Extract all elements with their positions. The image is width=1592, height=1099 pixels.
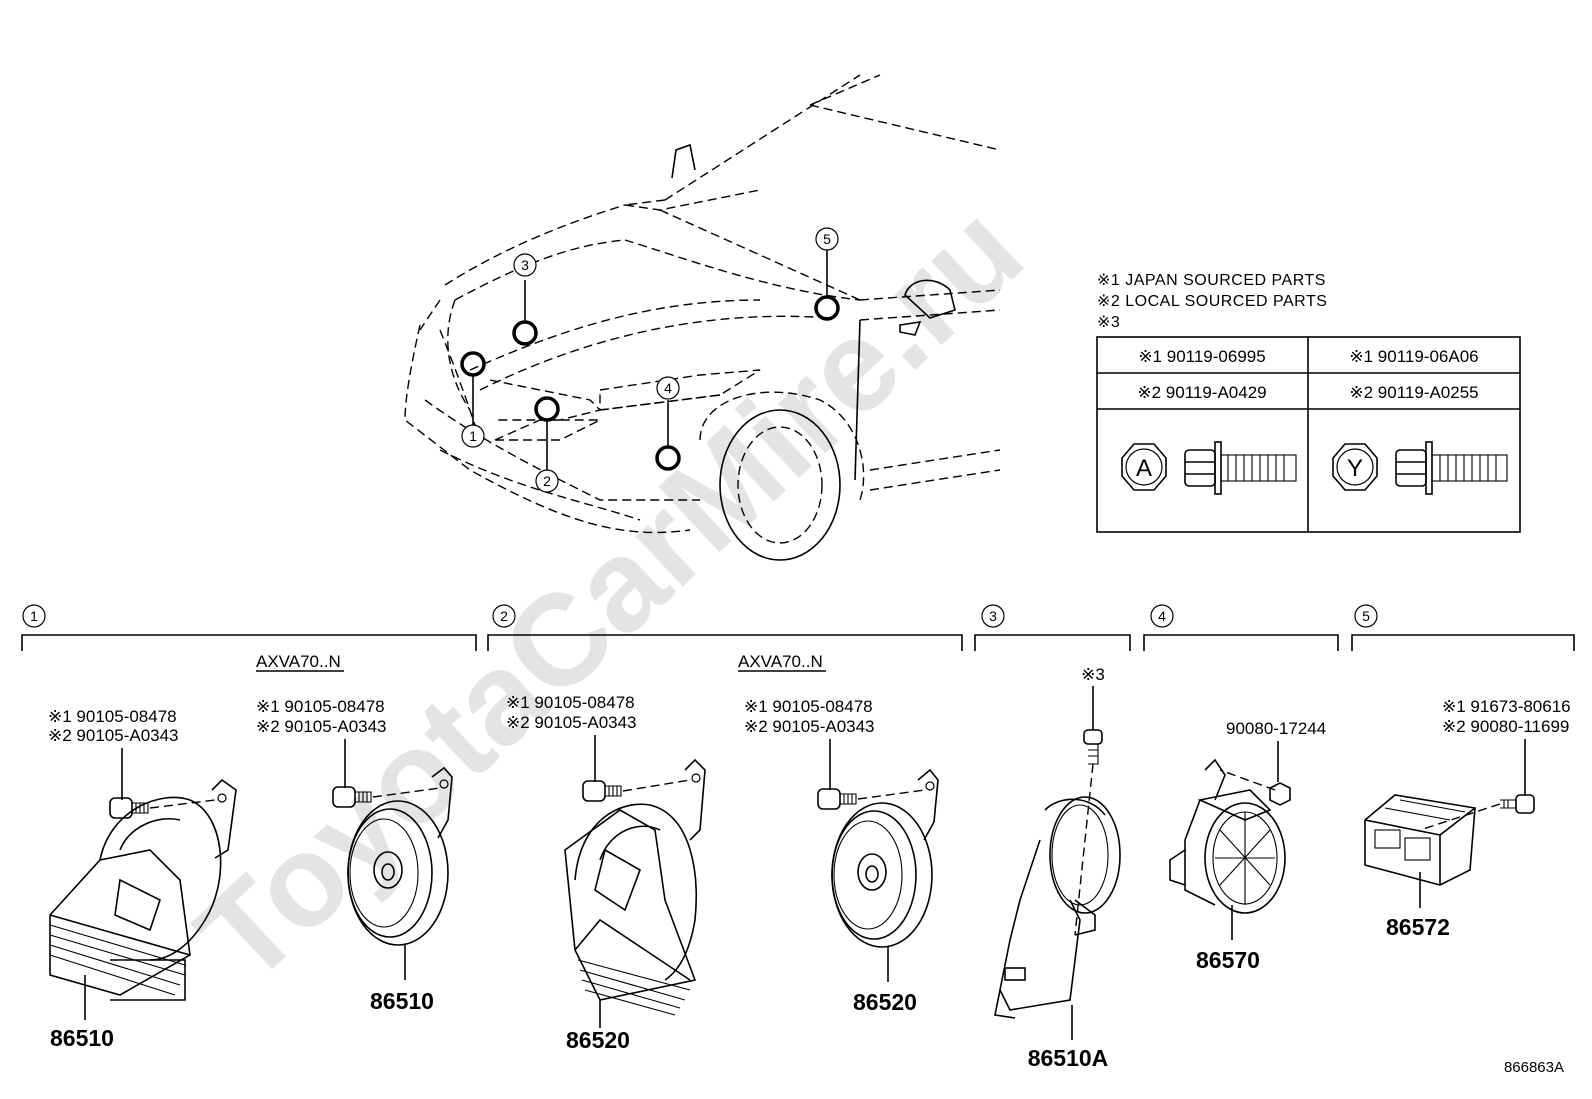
svg-text:4: 4 [1158, 608, 1166, 624]
svg-text:1: 1 [469, 428, 477, 444]
module-86572-icon [1364, 794, 1476, 886]
section-2-model: AXVA70..N [738, 652, 823, 671]
s1b-bolt-japan: ※1 90105-08478 [256, 697, 385, 716]
callout-3: 3 [513, 253, 537, 277]
bolt-a-japan: ※1 90119-06995 [1138, 347, 1265, 366]
bolt-icon [109, 797, 133, 819]
legend-notes: ※1 JAPAN SOURCED PARTS ※2 LOCAL SOURCED … [1097, 272, 1327, 331]
callout-5: 5 [815, 227, 839, 251]
callout-2: 2 [535, 469, 559, 493]
callout-markers [460, 250, 840, 471]
callout-1: 1 [461, 424, 485, 448]
horn-86510A-icon [994, 796, 1121, 1019]
bolt-icon [817, 788, 841, 810]
legend-note-1: ※1 JAPAN SOURCED PARTS [1097, 272, 1326, 289]
svg-text:4: 4 [664, 380, 672, 396]
s3-part-number: 86510A [1028, 1045, 1109, 1071]
bolt-head-a-icon [1121, 443, 1167, 491]
legend-note-3: ※3 [1097, 314, 1120, 331]
svg-text:5: 5 [823, 231, 831, 247]
bolt-head-y-icon [1332, 443, 1378, 491]
s5-part-number: 86572 [1386, 914, 1450, 940]
s1b-part-number: 86510 [370, 988, 434, 1014]
diagram-id: 866863A [1504, 1059, 1564, 1076]
sensor-86570-icon [1169, 758, 1286, 914]
bolt-y-local: ※2 90119-A0255 [1349, 383, 1478, 402]
bolt-side-y-icon [1395, 441, 1508, 495]
watermark: ToyotaCarMire.ru [170, 176, 1050, 1010]
svg-text:3: 3 [521, 257, 529, 273]
s4-part-number: 86570 [1196, 947, 1260, 973]
s2b-part-number: 86520 [853, 989, 917, 1015]
s2a-part-number: 86520 [566, 1027, 630, 1053]
disc-horn-86510-icon [347, 800, 449, 946]
bolt-icon [332, 786, 356, 808]
svg-text:3: 3 [989, 608, 997, 624]
section-3: ※3 86510A [994, 665, 1121, 1071]
legend-note-2: ※2 LOCAL SOURCED PARTS [1097, 293, 1327, 310]
s2a-bolt-local: ※2 90105-A0343 [506, 713, 637, 732]
s1a-bolt-japan: ※1 90105-08478 [48, 707, 177, 726]
bolt-icon [1515, 794, 1535, 814]
svg-text:2: 2 [500, 608, 508, 624]
bolt-table: ※1 90119-06995 ※2 90119-A0429 ※1 90119-0… [1096, 336, 1521, 533]
s1b-bolt-local: ※2 90105-A0343 [256, 717, 387, 736]
svg-text:1: 1 [30, 608, 38, 624]
s3-bolt-note: ※3 [1081, 665, 1105, 684]
s2b-bolt-local: ※2 90105-A0343 [744, 717, 875, 736]
snail-horn-86510-icon [49, 796, 222, 1001]
svg-text:5: 5 [1362, 608, 1370, 624]
bolt-icon [582, 780, 606, 802]
svg-text:Y: Y [1347, 455, 1363, 482]
section-headers: 1 AXVA70..N 2 AXVA70..N 3 4 5 [21, 604, 1575, 672]
section-1: ※1 90105-08478 ※2 90105-A0343 86510 ※1 9… [48, 697, 453, 1051]
s1a-part-number: 86510 [50, 1025, 114, 1051]
s4-nut-number: 90080-17244 [1226, 719, 1326, 738]
section-1-model: AXVA70..N [256, 652, 341, 671]
disc-horn-86520-icon [831, 802, 933, 948]
section-2: ※1 90105-08478 ※2 90105-A0343 86520 ※1 9… [506, 693, 939, 1053]
snail-horn-86520-icon [564, 803, 697, 1016]
section-4: 90080-17244 86570 [1169, 719, 1326, 973]
svg-text:A: A [1136, 455, 1152, 482]
svg-text:2: 2 [543, 473, 551, 489]
s1a-bolt-local: ※2 90105-A0343 [48, 726, 179, 745]
callout-4: 4 [656, 376, 680, 400]
bolt-y-japan: ※1 90119-06A06 [1349, 347, 1478, 366]
section-5: ※1 91673-80616 ※2 90080-11699 86572 [1364, 697, 1571, 940]
s2b-bolt-japan: ※1 90105-08478 [744, 697, 873, 716]
bolt-side-a-icon [1184, 441, 1297, 495]
bolt-a-local: ※2 90119-A0429 [1137, 383, 1266, 402]
bolt-icon [1083, 729, 1103, 745]
nut-icon [1269, 782, 1291, 806]
s2a-bolt-japan: ※1 90105-08478 [506, 693, 635, 712]
car-overview [404, 74, 1001, 561]
s5-bolt-japan: ※1 91673-80616 [1442, 697, 1571, 716]
s5-bolt-local: ※2 90080-11699 [1442, 717, 1569, 736]
